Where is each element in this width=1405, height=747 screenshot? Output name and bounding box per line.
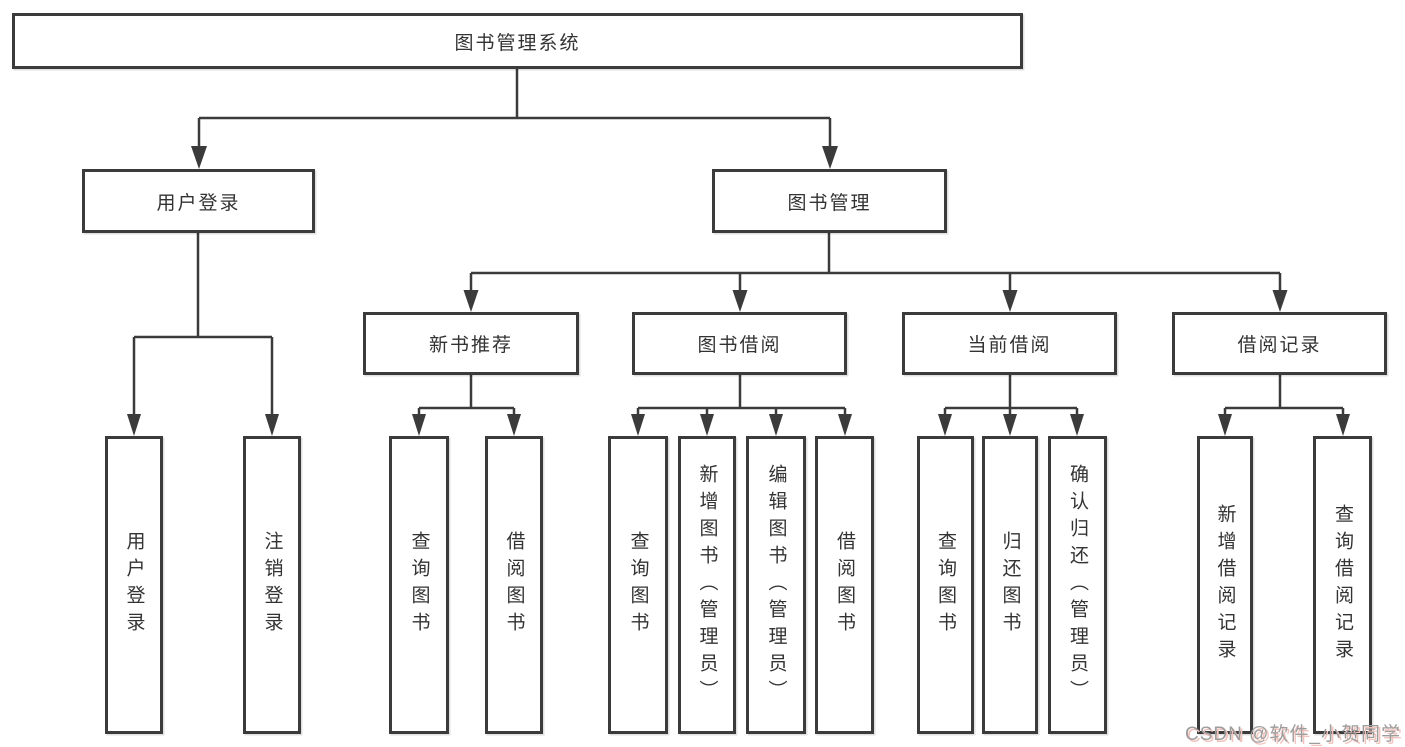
node-label: 图书管理系统	[454, 32, 581, 54]
arrow-down-icon	[412, 414, 426, 436]
arrow-down-icon	[463, 290, 479, 312]
arrow-down-icon	[1272, 290, 1288, 312]
connector-book-management-trunk	[469, 233, 1282, 294]
node-label: 图书管理	[787, 192, 872, 214]
node-book-management: 图书管理	[712, 169, 947, 233]
arrow-down-icon	[1070, 414, 1084, 436]
node-label: 查询图书	[935, 531, 956, 639]
node-label: 当前借阅	[967, 335, 1052, 356]
leaf-return-books: 归还图书	[982, 436, 1038, 734]
leaf-logout: 注销登录	[243, 436, 301, 734]
node-borrow-record: 借阅记录	[1172, 312, 1387, 375]
leaf-confirm-return-admin: 确认归还（管理员）	[1048, 436, 1107, 734]
node-label: 注销登录	[261, 531, 283, 639]
leaf-borrow-books: 借阅图书	[815, 436, 874, 734]
leaf-edit-books-admin: 编辑图书（管理员）	[746, 436, 806, 734]
node-label: 图书借阅	[697, 335, 782, 356]
connector-borrow-record-trunk	[1223, 375, 1345, 418]
node-label: 借阅图书	[503, 531, 525, 639]
arrow-down-icon	[732, 290, 748, 312]
arrow-down-icon	[1002, 290, 1018, 312]
arrow-down-icon	[822, 146, 838, 169]
node-label: 新增借阅记录	[1214, 504, 1236, 666]
connector-new-book-trunk	[417, 375, 516, 418]
arrow-down-icon	[265, 414, 279, 436]
node-label: 确认归还（管理员）	[1067, 463, 1088, 707]
leaf-query-books-borrow: 查询图书	[608, 436, 668, 734]
node-current-borrow: 当前借阅	[902, 312, 1117, 375]
arrow-down-icon	[700, 414, 714, 436]
node-label: 新增图书（管理员）	[696, 463, 718, 707]
node-label: 归还图书	[999, 531, 1021, 639]
node-label: 新书推荐	[428, 335, 513, 356]
node-new-book-recommend: 新书推荐	[363, 312, 579, 375]
node-label: 借阅图书	[834, 531, 855, 639]
node-label: 用户登录	[123, 531, 145, 639]
node-label: 查询图书	[408, 531, 430, 639]
connector-root-trunk	[197, 69, 832, 150]
node-label: 用户登录	[156, 192, 241, 214]
arrow-down-icon	[1003, 414, 1017, 436]
leaf-query-books-recommend: 查询图书	[389, 436, 449, 734]
node-label: 查询借阅记录	[1332, 504, 1353, 666]
node-label: 查询图书	[627, 531, 649, 639]
leaf-user-login: 用户登录	[105, 436, 163, 734]
arrow-down-icon	[838, 414, 852, 436]
leaf-add-books-admin: 新增图书（管理员）	[678, 436, 736, 734]
leaf-query-borrow-record: 查询借阅记录	[1313, 436, 1372, 734]
node-library-management-system: 图书管理系统	[12, 13, 1023, 69]
leaf-query-books-current: 查询图书	[917, 436, 974, 734]
arrow-down-icon	[938, 414, 952, 436]
arrow-down-icon	[1336, 414, 1350, 436]
arrow-down-icon	[191, 146, 207, 169]
arrow-down-icon	[769, 414, 783, 436]
connector-user-login-trunk	[132, 233, 274, 418]
node-label: 编辑图书（管理员）	[765, 463, 787, 707]
leaf-borrow-books-recommend: 借阅图书	[485, 436, 543, 734]
arrow-down-icon	[507, 414, 521, 436]
node-book-borrow: 图书借阅	[632, 312, 847, 375]
arrow-down-icon	[1218, 414, 1232, 436]
leaf-add-borrow-record: 新增借阅记录	[1197, 436, 1253, 734]
arrow-down-icon	[127, 414, 141, 436]
node-label: 借阅记录	[1237, 335, 1322, 356]
arrow-down-icon	[631, 414, 645, 436]
csdn-watermark: CSDN @软件_小贺同学	[1185, 724, 1401, 745]
connector-book-borrow-trunk	[636, 375, 847, 418]
node-user-login: 用户登录	[82, 169, 315, 233]
connector-current-borrow-trunk	[943, 375, 1079, 418]
